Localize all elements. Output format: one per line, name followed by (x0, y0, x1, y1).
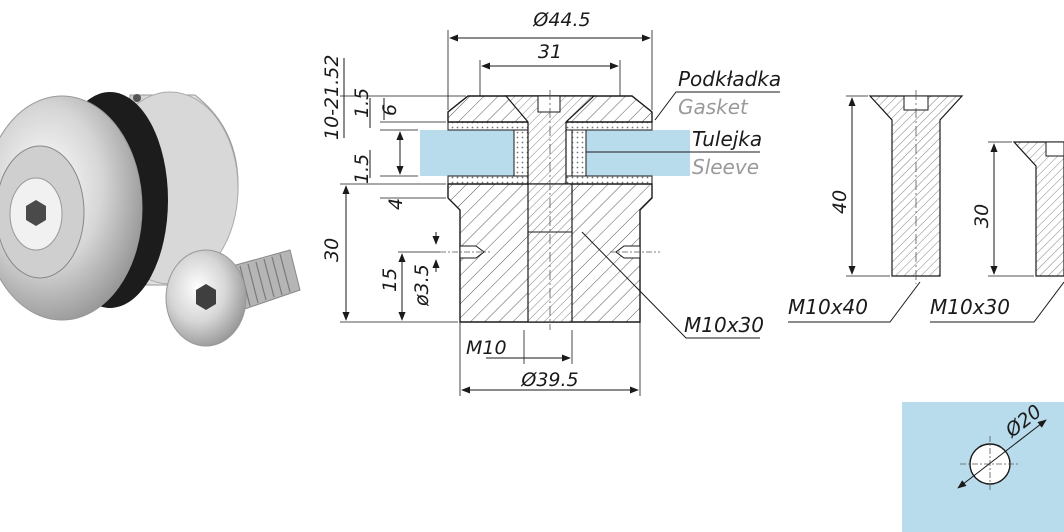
dim-sleeve-gap: 4 (385, 198, 407, 210)
dim-base-diameter: Ø39.5 (520, 369, 578, 391)
dimension-texts: Ø44.5 31 Ø39.5 M10 10-21.52 1.5 6 1.5 4 … (321, 9, 1046, 443)
label-gasket-en: Gasket (678, 95, 749, 119)
screw-long (788, 90, 964, 323)
section-view (340, 30, 780, 396)
dim-thread: M10 (466, 337, 507, 359)
dim-screw-length-short: 30 (971, 204, 993, 228)
label-sleeve-en: Sleeve (692, 155, 759, 179)
glass-panel-left (420, 130, 528, 176)
screw-short (930, 141, 1064, 323)
dim-side-hole-height: 15 (379, 268, 401, 292)
label-screw-long: M10x40 (788, 295, 868, 319)
label-screw-center: M10x30 (684, 313, 764, 337)
product-photo (0, 91, 301, 347)
dim-top-width: 31 (538, 41, 562, 63)
dim-outer-diameter: Ø44.5 (532, 9, 590, 31)
dim-base-height: 30 (321, 238, 343, 262)
dim-cap-height: 6 (379, 104, 401, 116)
glass-panel-right (572, 130, 690, 176)
dim-gasket-bottom: 1.5 (351, 154, 373, 184)
dim-side-hole-diameter: ø3.5 (411, 264, 433, 307)
label-gasket-pl: Podkładka (678, 67, 781, 91)
glass-hole-detail (902, 402, 1064, 532)
dim-glass-thickness: 10-21.52 (321, 55, 343, 140)
dim-screw-length-long: 40 (829, 190, 851, 214)
label-screw-short: M10x30 (930, 295, 1010, 319)
part-labels: Podkładka Gasket Tulejka Sleeve M10x30 M… (678, 67, 1010, 337)
dim-gasket-top: 1.5 (351, 88, 373, 118)
label-sleeve-pl: Tulejka (692, 127, 762, 151)
